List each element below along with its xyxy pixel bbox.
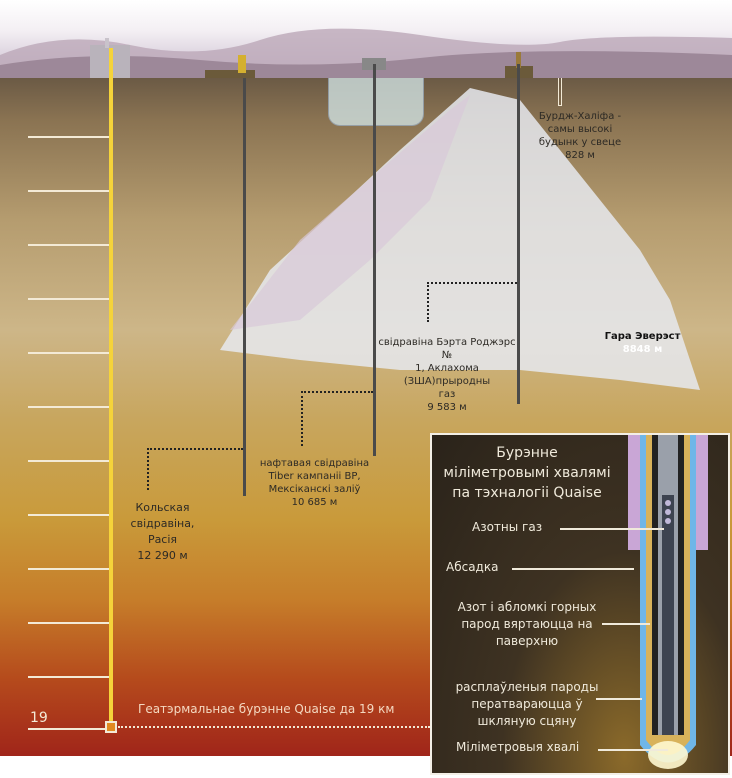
- leader-line: [512, 568, 634, 570]
- leader-line: [560, 528, 664, 530]
- burj-khalifa-icon: [558, 78, 562, 106]
- leader-line: [596, 698, 642, 700]
- tiber-line2: Tiber кампаніі BP,: [268, 471, 361, 482]
- tiber-value: 10 685 м: [291, 497, 338, 508]
- bertha-line2: 1, Аклахома (ЗША)прыродны: [403, 363, 491, 387]
- depth-tick: [28, 136, 110, 138]
- return-line3: паверхню: [495, 634, 559, 648]
- depth-tick: [28, 352, 110, 354]
- depth-tick: [28, 676, 110, 678]
- tiber-borehole-line: [373, 64, 376, 456]
- kola-leader: [147, 448, 149, 490]
- melt-line2: ператвараюцца ў: [471, 697, 583, 711]
- waves-label: Міліметровыя хвалі: [456, 740, 580, 754]
- kola-line3: Расія: [147, 533, 178, 546]
- tiber-line1: нафтавая свідравіна: [259, 458, 370, 469]
- depth-tick: [28, 406, 110, 408]
- nitrogen-label: Азотны газ: [472, 520, 543, 534]
- bertha-value: 9 583 м: [427, 402, 467, 413]
- earth-cross-section: 19 Геатэрмальнае бурэнне Quaise да 19 км…: [0, 0, 732, 756]
- depth-tick: [28, 728, 110, 730]
- quaise-borehole-line: [109, 48, 113, 726]
- ocean-water: [328, 78, 424, 126]
- kola-label: Кольская свідравіна, Расія 12 290 м: [110, 500, 215, 564]
- inset-title-line3: па тэхналогіі Quaise: [452, 485, 602, 501]
- quaise-label: Геатэрмальнае бурэнне Quaise да 19 км: [138, 702, 395, 716]
- quaise-depth-marker: [105, 721, 117, 733]
- burj-line3: будынк у свеце: [538, 137, 622, 148]
- bertha-line3: газ: [438, 389, 456, 400]
- everest-name: Гара Эверэст: [604, 331, 681, 342]
- return-line1: Азот і абломкі горных: [457, 600, 597, 614]
- return-line2: парод вяртаюцца на: [461, 617, 593, 631]
- return-label: Азот і абломкі горных парод вяртаюцца на…: [442, 599, 612, 650]
- depth-tick: [28, 190, 110, 192]
- kola-line1: Кольская: [135, 501, 190, 514]
- melt-label: расплаўленыя пароды ператвараюцца ў шкля…: [442, 679, 612, 730]
- kola-leader: [147, 448, 243, 450]
- tiber-leader: [301, 391, 373, 393]
- drill-diagram: [628, 435, 708, 769]
- depth-tick: [28, 298, 110, 300]
- melt-line3: шкляную сцяну: [477, 714, 577, 728]
- leader-line: [598, 749, 668, 751]
- depth-tick: [28, 514, 110, 516]
- depth-label-19: 19: [30, 710, 48, 726]
- kola-value: 12 290 м: [137, 549, 188, 562]
- bertha-leader: [427, 282, 429, 322]
- kola-borehole-line: [243, 78, 246, 496]
- bertha-leader: [427, 282, 517, 284]
- everest-label: Гара Эверэст 8848 м: [595, 330, 690, 356]
- tiber-label: нафтавая свідравіна Tiber кампаніі BP, М…: [252, 457, 377, 509]
- melt-line1: расплаўленыя пароды: [455, 680, 599, 694]
- quaise-inset-panel: Бурэнне міліметровымі хвалямі па тэхнало…: [430, 433, 730, 775]
- burj-line1: Бурдж-Халіфа -: [538, 111, 622, 122]
- bertha-borehole-line: [517, 64, 520, 404]
- kola-line2: свідравіна,: [130, 517, 195, 530]
- quaise-dotted-line: [118, 726, 430, 728]
- inset-title: Бурэнне міліметровымі хвалямі па тэхнало…: [432, 443, 622, 503]
- depth-tick: [28, 460, 110, 462]
- inset-title-line1: Бурэнне: [496, 445, 558, 461]
- everest-mountain: [220, 88, 700, 390]
- burj-label: Бурдж-Халіфа - самы высокі будынк у свец…: [530, 110, 630, 162]
- depth-tick: [28, 244, 110, 246]
- bertha-line1: свідравіна Бэрта Роджэрс №: [378, 337, 516, 361]
- leader-line: [602, 623, 650, 625]
- casing-label: Абсадка: [446, 560, 499, 574]
- burj-line2: самы высокі: [547, 124, 613, 135]
- burj-value: 828 м: [565, 150, 595, 161]
- depth-tick: [28, 622, 110, 624]
- tiber-line3: Мексіканскі заліў: [268, 484, 361, 495]
- oil-rig-icon: [205, 70, 255, 78]
- bertha-label: свідравіна Бэрта Роджэрс № 1, Аклахома (…: [377, 336, 517, 414]
- depth-tick: [28, 568, 110, 570]
- tiber-leader: [301, 391, 303, 446]
- everest-value: 8848 м: [622, 344, 663, 355]
- inset-title-line2: міліметровымі хвалямі: [443, 465, 611, 481]
